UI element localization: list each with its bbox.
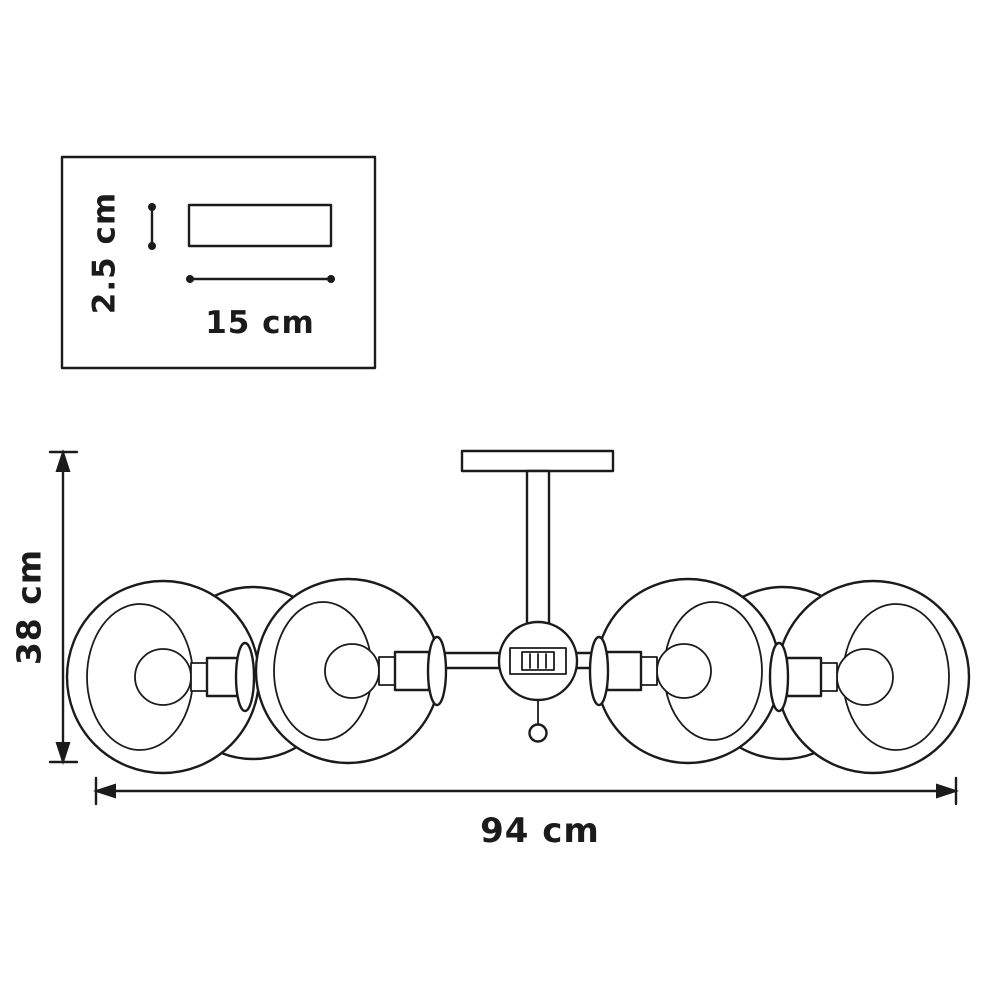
lamp-socket-inner-right [588, 635, 712, 707]
height-label: 38 cm [10, 549, 49, 665]
stem [525, 469, 551, 626]
bulb-neck [378, 656, 396, 686]
dim-end-dot [186, 275, 194, 283]
ceiling-plate [460, 449, 615, 473]
lamp-socket-inner-left [324, 635, 448, 707]
plate-height-label: 2.5 cm [87, 192, 123, 314]
bulb [656, 643, 712, 699]
inset-border [60, 155, 377, 370]
inset-panel: 2.5 cm 15 cm [60, 155, 377, 370]
height-arrow-up-icon [55, 449, 71, 472]
socket-holder [393, 650, 431, 692]
plate-width-label: 15 cm [205, 305, 315, 341]
bulb [324, 643, 380, 699]
width-arrow-left-icon [93, 783, 116, 799]
dim-end-dot [148, 242, 156, 250]
bulb-neck [640, 656, 658, 686]
socket-holder [605, 650, 643, 692]
lamp-socket-outer-right [768, 641, 894, 713]
bulb [134, 648, 192, 706]
bulb-neck [820, 662, 838, 692]
finial-ball [528, 723, 548, 743]
socket-collar [426, 635, 448, 707]
width-label: 94 cm [480, 811, 600, 851]
height-arrow-down-icon [55, 742, 71, 765]
width-dimension: 94 cm [93, 776, 959, 851]
socket-holder [785, 656, 823, 698]
socket-collar [588, 635, 610, 707]
socket-collar [234, 641, 256, 713]
fixture-drawing [65, 449, 971, 775]
height-dimension: 38 cm [10, 449, 79, 765]
socket-collar [768, 641, 790, 713]
dim-end-dot [327, 275, 335, 283]
bulb-neck [190, 662, 208, 692]
bulb [836, 648, 894, 706]
width-arrow-right-icon [936, 783, 959, 799]
plate-profile-rect [187, 203, 333, 248]
dim-end-dot [148, 203, 156, 211]
lamp-socket-outer-left [134, 641, 256, 713]
